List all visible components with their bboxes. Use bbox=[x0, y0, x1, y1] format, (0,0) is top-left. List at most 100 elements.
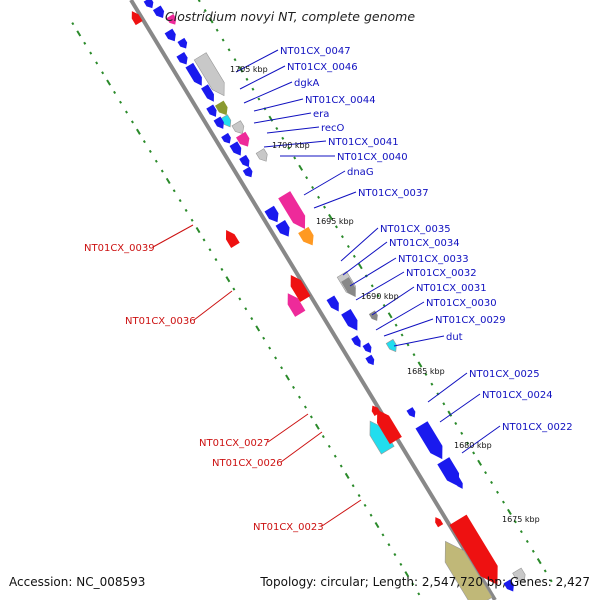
forward-gene-label[interactable]: NT01CX_0024 bbox=[482, 390, 553, 401]
gene-arrow[interactable] bbox=[255, 148, 270, 164]
gene-feature[interactable] bbox=[341, 277, 359, 299]
gene-arrow[interactable] bbox=[176, 51, 190, 67]
gene-arrow[interactable] bbox=[341, 308, 362, 334]
gene-feature[interactable] bbox=[503, 579, 517, 593]
gene-arrow[interactable] bbox=[239, 154, 252, 169]
gene-feature[interactable] bbox=[264, 205, 282, 225]
gene-feature[interactable] bbox=[341, 308, 362, 334]
gene-arrow[interactable] bbox=[298, 226, 318, 249]
gene-feature[interactable] bbox=[185, 62, 205, 88]
gene-feature[interactable] bbox=[436, 536, 493, 600]
gene-arrow[interactable] bbox=[215, 100, 231, 118]
reverse-gene-label[interactable]: NT01CX_0026 bbox=[212, 458, 283, 469]
gene-arrow[interactable] bbox=[221, 132, 233, 146]
gene-arrow[interactable] bbox=[166, 14, 179, 27]
gene-feature[interactable] bbox=[220, 114, 234, 129]
gene-feature[interactable] bbox=[152, 5, 167, 20]
gene-feature[interactable] bbox=[235, 131, 253, 150]
gene-feature[interactable] bbox=[206, 104, 219, 119]
gene-arrow[interactable] bbox=[201, 84, 217, 104]
gene-arrow[interactable] bbox=[235, 131, 253, 150]
gene-arrow[interactable] bbox=[229, 141, 245, 158]
gene-arrow[interactable] bbox=[193, 52, 230, 100]
gene-feature[interactable] bbox=[453, 477, 465, 490]
gene-arrow[interactable] bbox=[453, 477, 465, 490]
gene-feature[interactable] bbox=[298, 226, 318, 249]
gene-feature[interactable] bbox=[362, 342, 374, 354]
gene-arrow[interactable] bbox=[143, 0, 156, 10]
gene-arrow[interactable] bbox=[275, 220, 294, 239]
gene-arrow[interactable] bbox=[222, 227, 240, 248]
forward-gene-label[interactable]: NT01CX_0035 bbox=[380, 224, 451, 235]
gene-feature[interactable] bbox=[215, 100, 231, 118]
reverse-gene-label[interactable]: NT01CX_0036 bbox=[125, 316, 196, 327]
gene-feature[interactable] bbox=[368, 310, 380, 322]
gene-arrow[interactable] bbox=[341, 277, 359, 299]
gene-arrow[interactable] bbox=[512, 567, 529, 585]
gene-feature[interactable] bbox=[193, 52, 230, 100]
gene-arrow[interactable] bbox=[286, 272, 311, 303]
gene-arrow[interactable] bbox=[264, 205, 282, 225]
gene-arrow[interactable] bbox=[231, 120, 247, 136]
gene-feature[interactable] bbox=[239, 154, 252, 169]
gene-arrow[interactable] bbox=[385, 338, 399, 353]
forward-gene-label[interactable]: dnaG bbox=[347, 167, 374, 178]
gene-feature[interactable] bbox=[326, 295, 343, 313]
gene-feature[interactable] bbox=[143, 0, 156, 10]
forward-gene-label[interactable]: era bbox=[313, 109, 329, 120]
gene-arrow[interactable] bbox=[206, 104, 219, 119]
gene-feature[interactable] bbox=[385, 338, 399, 353]
gene-arrow[interactable] bbox=[177, 37, 189, 51]
forward-gene-label[interactable]: dut bbox=[446, 332, 463, 343]
reverse-gene-label[interactable]: NT01CX_0039 bbox=[84, 243, 155, 254]
gene-feature[interactable] bbox=[128, 9, 143, 26]
gene-arrow[interactable] bbox=[128, 9, 143, 26]
gene-feature[interactable] bbox=[286, 272, 311, 303]
gene-arrow[interactable] bbox=[283, 290, 306, 317]
gene-feature[interactable] bbox=[176, 51, 190, 67]
gene-feature[interactable] bbox=[433, 516, 444, 528]
forward-gene-label[interactable]: NT01CX_0034 bbox=[389, 238, 460, 249]
gene-arrow[interactable] bbox=[365, 354, 376, 367]
gene-feature[interactable] bbox=[242, 166, 255, 180]
forward-gene-label[interactable]: NT01CX_0044 bbox=[305, 95, 376, 106]
gene-feature[interactable] bbox=[278, 191, 311, 232]
forward-gene-label[interactable]: NT01CX_0029 bbox=[435, 315, 506, 326]
gene-feature[interactable] bbox=[512, 567, 529, 585]
gene-feature[interactable] bbox=[406, 407, 418, 419]
forward-gene-label[interactable]: NT01CX_0046 bbox=[287, 62, 358, 73]
gene-arrow[interactable] bbox=[449, 514, 506, 590]
forward-gene-label[interactable]: NT01CX_0041 bbox=[328, 137, 399, 148]
reverse-gene-label[interactable]: NT01CX_0027 bbox=[199, 438, 270, 449]
gene-feature[interactable] bbox=[213, 116, 227, 131]
forward-gene-label[interactable]: NT01CX_0040 bbox=[337, 152, 408, 163]
gene-arrow[interactable] bbox=[351, 335, 363, 349]
forward-gene-label[interactable]: NT01CX_0030 bbox=[426, 298, 497, 309]
gene-feature[interactable] bbox=[166, 14, 179, 27]
gene-feature[interactable] bbox=[449, 514, 506, 590]
gene-arrow[interactable] bbox=[164, 28, 179, 44]
gene-feature[interactable] bbox=[164, 28, 179, 44]
gene-feature[interactable] bbox=[201, 84, 217, 104]
gene-arrow[interactable] bbox=[220, 114, 234, 129]
gene-arrow[interactable] bbox=[368, 310, 380, 322]
gene-arrow[interactable] bbox=[406, 407, 418, 419]
gene-feature[interactable] bbox=[231, 120, 247, 136]
gene-feature[interactable] bbox=[351, 335, 363, 349]
gene-arrow[interactable] bbox=[242, 166, 255, 180]
gene-arrow[interactable] bbox=[433, 516, 444, 528]
gene-feature[interactable] bbox=[365, 354, 376, 367]
gene-arrow[interactable] bbox=[415, 421, 449, 462]
forward-gene-label[interactable]: NT01CX_0025 bbox=[469, 369, 540, 380]
gene-feature[interactable] bbox=[275, 220, 294, 239]
gene-feature[interactable] bbox=[229, 141, 245, 158]
gene-feature[interactable] bbox=[177, 37, 189, 51]
gene-feature[interactable] bbox=[222, 227, 240, 248]
forward-gene-label[interactable]: NT01CX_0031 bbox=[416, 283, 487, 294]
reverse-gene-label[interactable]: NT01CX_0023 bbox=[253, 522, 324, 533]
gene-arrow[interactable] bbox=[326, 295, 343, 313]
gene-feature[interactable] bbox=[371, 406, 402, 445]
forward-gene-label[interactable]: NT01CX_0047 bbox=[280, 46, 351, 57]
gene-feature[interactable] bbox=[283, 290, 306, 317]
gene-arrow[interactable] bbox=[362, 342, 374, 354]
